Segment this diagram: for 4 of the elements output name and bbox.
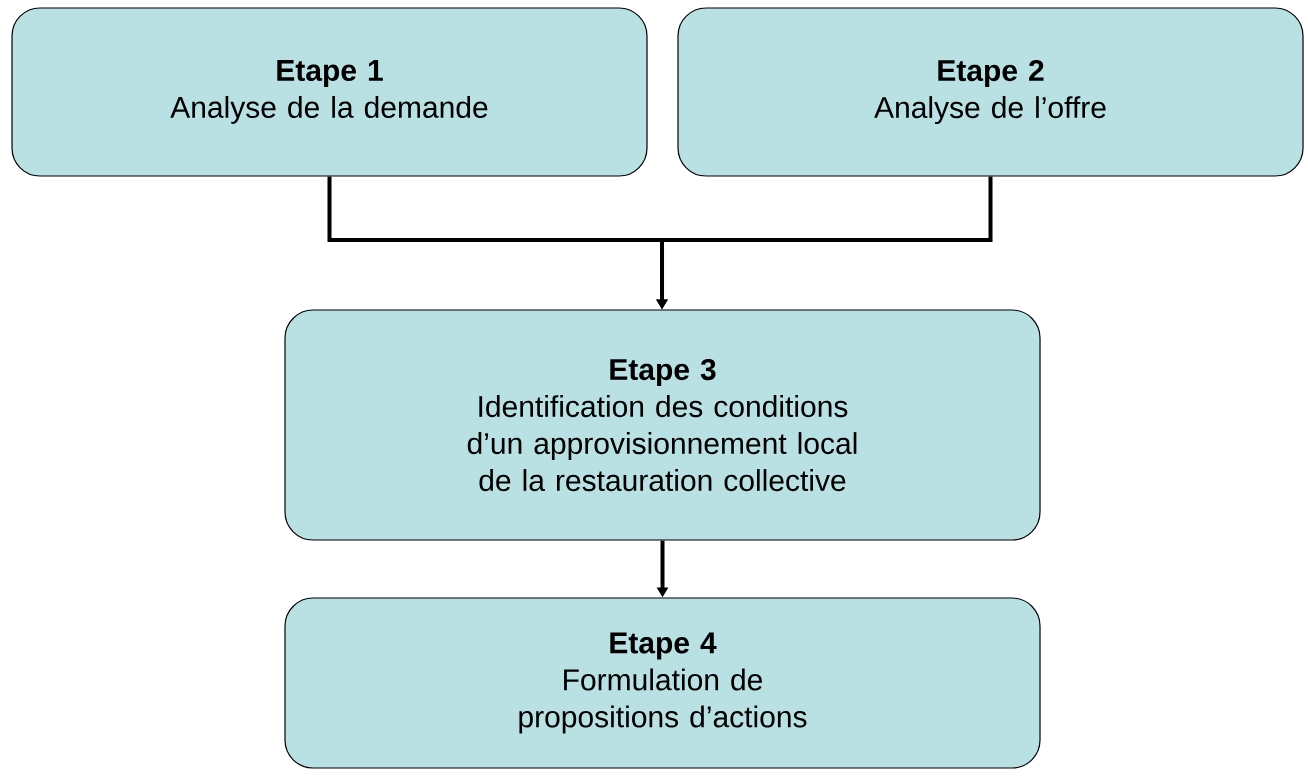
step-box: Etape 1 Analyse de la demande bbox=[11, 7, 648, 177]
step-box: Etape 3 Identification des conditions d’un approvisionnement local de la restauration collective bbox=[284, 309, 1041, 541]
step-box: Etape 2 Analyse de l’offre bbox=[677, 7, 1304, 177]
step-box: Etape 4 Formulation de propositions d’actions bbox=[284, 597, 1041, 769]
